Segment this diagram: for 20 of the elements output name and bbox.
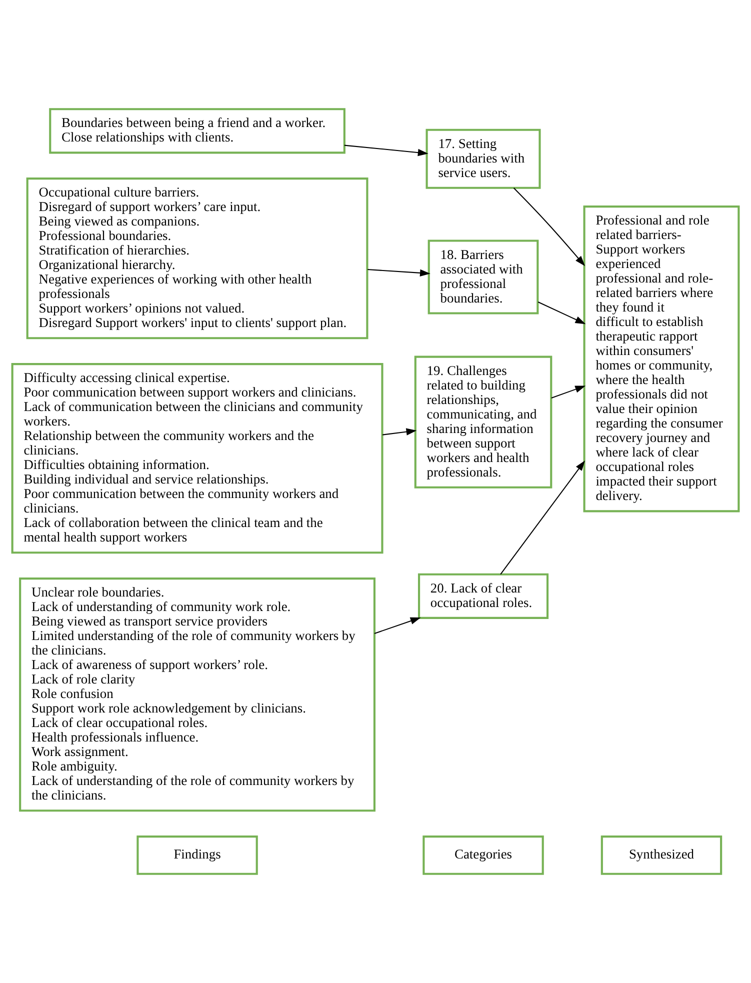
node-box: Boundaries between being a friend and a worker. Close relationships with clients.: [49, 108, 346, 154]
arrow: [382, 428, 417, 436]
node-box: 20. Lack of clear occupational roles.: [418, 573, 549, 619]
arrow: [513, 188, 586, 266]
node-box: Difficulty accessing clinical expertise. Poor communication between support workers and clinicians. Lack of communication between the clinicians and community workers. Relationship between the community workers and the clinicians. Difficulties obtaining information. Building individual and service relationships. Poor communication between the community workers and clinicians. Lack of collaboration between the clinical team and the mental health support workers: [11, 363, 384, 554]
arrow: [538, 302, 586, 324]
arrow: [374, 617, 421, 634]
node-box: 18. Barriers associated with professional boundaries.: [428, 240, 539, 314]
node-box: Occupational culture barriers. Disregard of support workers’ care input. Being viewed as companions. Professional boundaries. Stratification of hierarchies. Organizational hierarchy. Negative experiences of working with other health professionals Support workers’ opinions not valued. Disregard Support workers' input to clients' support plan.: [26, 178, 368, 340]
node-box: Synthesized: [600, 836, 722, 875]
arrow: [551, 386, 586, 398]
node-box: 19. Challenges related to building relationships, communicating, and sharing information between support workers and health professionals.: [414, 356, 552, 488]
node-box: Professional and role related barriers- Support workers experienced professional and role-related barriers where they found it difficult to establish therapeutic rapport within consumers' homes or community, where the health professionals did not value their opinion regarding the consumer recovery journey and where lack of clear occupational roles impacted their support delivery.: [583, 206, 740, 512]
arrow: [344, 144, 428, 156]
node-box: 17. Setting boundaries with service users.: [426, 128, 541, 189]
arrow: [368, 268, 430, 277]
node-box: Findings: [136, 836, 258, 875]
arrow: [500, 460, 586, 575]
node-box: Categories: [422, 836, 544, 875]
node-box: Unclear role boundaries. Lack of understanding of community work role. Being viewed as transport service providers Limited understanding of the role of community workers by the clinicians. Lack of awareness of support workers’ role. Lack of role clarity Role confusion Support work role acknowledgement by clinicians. Lack of clear occupational roles. Health professionals influence. Work assignment. Role ambiguity. Lack of understanding of the role of community workers by the clinicians.: [19, 578, 376, 812]
